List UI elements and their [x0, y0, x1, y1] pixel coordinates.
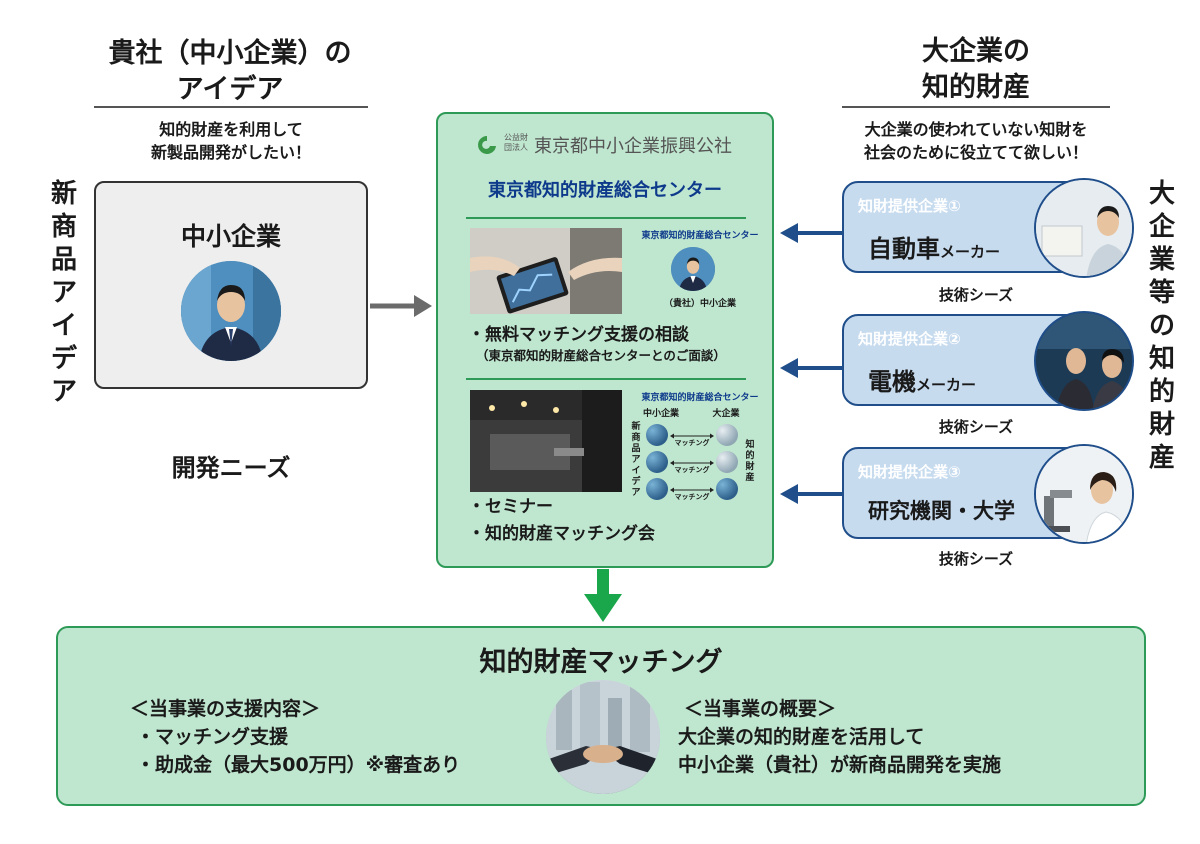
- seminar-photo: [470, 390, 622, 492]
- mini-sme-caption: （貴社）中小企業: [663, 299, 736, 309]
- right-title-line1: 大企業の: [922, 36, 1030, 67]
- mini-large-avatar-3: [716, 478, 738, 500]
- sme-box-label: 中小企業: [180, 222, 281, 251]
- ip-provider-tag-2: 知財提供企業②: [858, 330, 961, 348]
- ip-provider-tag-3: 知財提供企業③: [858, 463, 961, 481]
- left-title-line1: 貴社（中小企業）の: [108, 38, 352, 69]
- tech-seeds-label-3: 技術シーズ: [938, 550, 1014, 568]
- mini-double-arrow-3: [670, 487, 714, 493]
- support-item-subsidy: ・助成金（最大500万円）※審査あり: [136, 754, 461, 776]
- ip-provider-name-suffix-1: メーカー: [940, 243, 1001, 261]
- ip-provider-name-suffix-2: メーカー: [916, 376, 977, 394]
- overview-line-2: 中小企業（貴社）が新商品開発を実施: [678, 754, 1002, 776]
- overview-line-1: 大企業の知的財産を活用して: [678, 726, 925, 748]
- org-logo-icon: [476, 134, 498, 156]
- consultation-note: （東京都知的財産総合センターとのご面談）: [476, 348, 726, 363]
- mini-idea-vertical: 新商品アイデア: [631, 422, 641, 498]
- mini-matching-label-3: マッチング: [674, 493, 710, 501]
- ip-provider-name-main-2: 電機: [868, 368, 916, 396]
- ip-provider-name-main-3: 研究機関・大学: [868, 499, 1015, 523]
- electronics-engineers-photo: [1034, 311, 1134, 411]
- right-subtitle: 大企業の使われていない知財を 社会のために役立てて欲しい！: [842, 118, 1110, 164]
- ip-matching-event-item: ・知的財産マッチング会: [468, 524, 655, 544]
- mini-large-avatar-1: [716, 424, 738, 446]
- researcher-microscope-photo: [1034, 444, 1134, 544]
- sme-to-center-arrow: [370, 295, 432, 317]
- left-title-line2: アイデア: [176, 74, 284, 105]
- new-product-idea-vertical: 新商品アイデア: [50, 179, 77, 407]
- mini-matching-label-1: マッチング: [674, 439, 710, 447]
- center-divider-2: [466, 378, 746, 380]
- left-subtitle-line2: 新製品開発がしたい！: [150, 143, 311, 162]
- ip-provider-tag-1: 知財提供企業①: [858, 197, 961, 215]
- mini-large-company-label: 大企業: [712, 409, 740, 419]
- ip-center-panel: 公益財団法人 東京都中小企業振興公社 東京都知的財産総合センター 東京都知的財産…: [436, 112, 774, 568]
- ip-provider-name-main-1: 自動車: [868, 235, 940, 263]
- org-name: 東京都中小企業振興公社: [534, 136, 732, 157]
- mini-ip-vertical: 知的財産: [745, 440, 755, 483]
- mini-sme-label: 中小企業: [642, 409, 679, 419]
- left-subtitle: 知的財産を利用して 新製品開発がしたい！: [94, 118, 368, 164]
- tech-seeds-label-2: 技術シーズ: [938, 418, 1014, 436]
- support-item-matching: ・マッチング支援: [136, 726, 289, 748]
- center-to-matching-arrow: [584, 569, 622, 622]
- ip-provider-name-2: 電機メーカー: [868, 362, 976, 397]
- center-divider-1: [466, 217, 746, 219]
- right-title: 大企業の 知的財産: [842, 34, 1110, 106]
- mini-businessman-avatar: [671, 247, 715, 291]
- large-company-ip-vertical: 大企業等の知的財産: [1148, 179, 1175, 473]
- seminar-list: ・セミナー ・知的財産マッチング会: [468, 494, 758, 548]
- free-matching-consultation: ・無料マッチング支援の相談: [468, 325, 689, 345]
- left-subtitle-line1: 知的財産を利用して: [159, 120, 303, 139]
- ip-provider-name-3: 研究機関・大学: [868, 495, 1015, 525]
- tablet-meeting-photo: [470, 228, 622, 314]
- handshake-photo: [546, 680, 660, 794]
- company-2-to-center-arrow: [780, 358, 842, 378]
- sme-box: 中小企業: [94, 181, 368, 389]
- development-needs-label: 開発ニーズ: [171, 454, 291, 482]
- ip-matching-summary-box: 知的財産マッチング ＜当事業の支援内容＞ ・マッチング支援 ・助成金（最大500…: [56, 626, 1146, 806]
- right-divider: [842, 106, 1110, 108]
- ip-provider-name-1: 自動車メーカー: [868, 229, 1000, 264]
- overview-heading: ＜当事業の概要＞: [684, 698, 837, 720]
- mini-sme-avatar-3: [646, 478, 668, 500]
- automotive-engineer-photo: [1034, 178, 1134, 278]
- mini-double-arrow-2: [670, 460, 714, 466]
- ip-center-title: 東京都知的財産総合センター: [488, 180, 722, 201]
- mini-large-avatar-2: [716, 451, 738, 473]
- mini-sme-avatar-1: [646, 424, 668, 446]
- company-1-to-center-arrow: [780, 223, 842, 243]
- mini-double-arrow-1: [670, 433, 714, 439]
- org-type-label: 公益財団法人: [504, 133, 528, 152]
- mini-center-label-1: 東京都知的財産総合センター: [641, 231, 759, 241]
- left-divider: [94, 106, 368, 108]
- left-title: 貴社（中小企業）の アイデア: [60, 36, 400, 108]
- support-content-heading: ＜当事業の支援内容＞: [130, 698, 321, 720]
- mini-sme-avatar-2: [646, 451, 668, 473]
- seminar-item: ・セミナー: [468, 497, 553, 517]
- right-subtitle-line1: 大企業の使われていない知財を: [864, 120, 1088, 139]
- tech-seeds-label-1: 技術シーズ: [938, 286, 1014, 304]
- right-title-line2: 知的財産: [922, 72, 1030, 103]
- company-3-to-center-arrow: [780, 484, 842, 504]
- right-subtitle-line2: 社会のために役立てて欲しい！: [863, 143, 1088, 162]
- ip-matching-title: 知的財産マッチング: [479, 647, 723, 678]
- mini-center-label-2: 東京都知的財産総合センター: [641, 393, 759, 403]
- mini-matching-label-2: マッチング: [674, 466, 710, 474]
